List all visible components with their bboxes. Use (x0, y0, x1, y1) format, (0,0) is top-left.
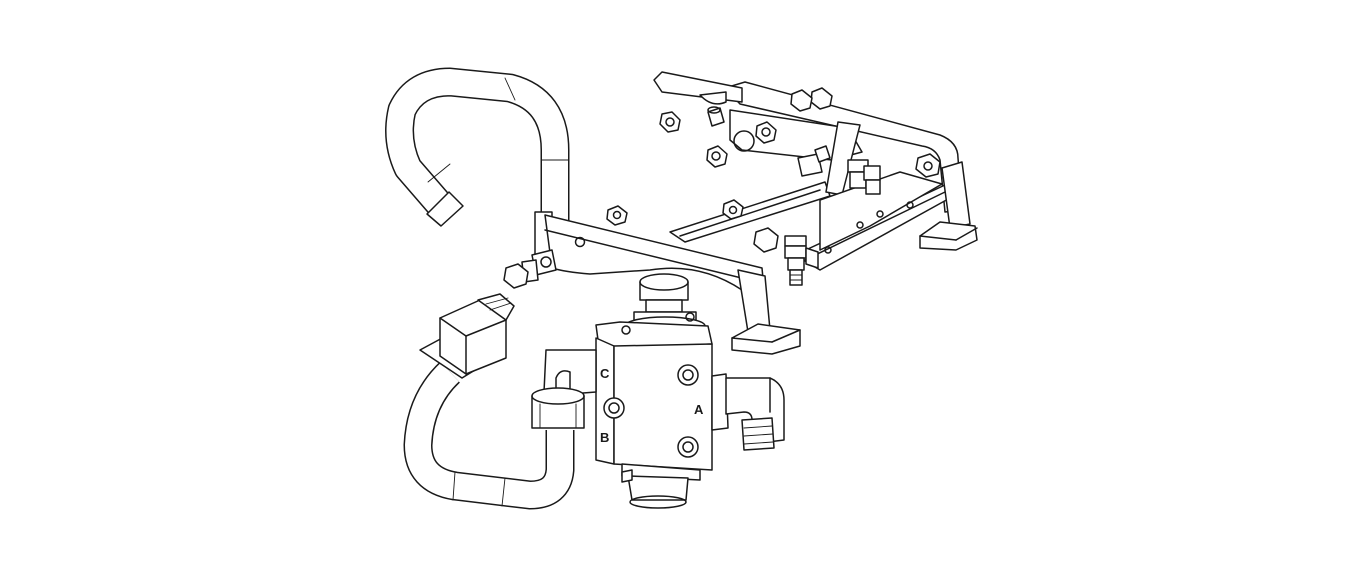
port-a-label: A (694, 402, 704, 417)
fasteners (503, 87, 941, 289)
bolt-stack-upper (797, 145, 881, 195)
valve-body: C B A (595, 273, 713, 509)
nut-3 (755, 121, 777, 144)
nut-1 (659, 111, 681, 133)
port-c-label: C (600, 366, 610, 381)
port-b-label: B (600, 430, 609, 445)
port-a-elbow (711, 373, 785, 451)
nut-2 (706, 145, 728, 168)
nut-8 (790, 89, 813, 112)
block-bolt-2 (603, 397, 625, 419)
upper-hose-loop (385, 67, 570, 245)
nut-6 (915, 153, 941, 178)
mounting-bracket (534, 71, 978, 355)
bolt-stack-lower (753, 227, 819, 286)
left-bracket-fitting (503, 249, 557, 289)
block-bolt-3 (677, 436, 699, 458)
nut-5 (722, 199, 744, 220)
nut-4 (606, 205, 628, 226)
lower-hose-assembly (403, 293, 597, 510)
block-bolt-1 (677, 364, 699, 386)
pin (707, 106, 725, 127)
